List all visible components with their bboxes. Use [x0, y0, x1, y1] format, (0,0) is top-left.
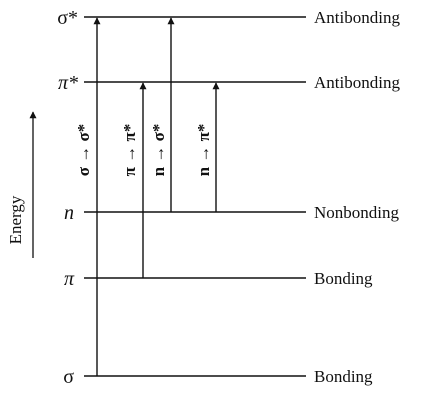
level-symbol: σ — [63, 366, 74, 388]
transition-label: n → σ* — [149, 124, 168, 177]
transition-pi-to-pi-star: π → π* — [120, 82, 147, 278]
transition-label: π → π* — [120, 124, 139, 177]
level-description: Antibonding — [314, 8, 400, 27]
level-symbol: σ* — [57, 7, 78, 29]
energy-axis-label: Energy — [6, 195, 25, 244]
level-sigma-star: σ* Antibonding — [57, 7, 400, 29]
transition-sigma-to-sigma-star: σ → σ* — [74, 17, 101, 376]
level-symbol: π — [64, 268, 75, 290]
level-description: Nonbonding — [314, 203, 400, 222]
transition-n-to-pi-star: n → π* — [194, 82, 220, 212]
level-pi-star: π* Antibonding — [58, 72, 400, 94]
level-description: Bonding — [314, 367, 373, 386]
level-pi: π Bonding — [64, 268, 373, 290]
level-description: Bonding — [314, 269, 373, 288]
transition-n-to-sigma-star: n → σ* — [149, 17, 175, 212]
level-sigma: σ Bonding — [63, 366, 373, 388]
level-symbol: n — [64, 202, 74, 224]
transition-label: n → π* — [194, 124, 213, 177]
level-symbol: π* — [58, 72, 78, 94]
energy-axis: Energy — [6, 111, 37, 258]
level-description: Antibonding — [314, 73, 400, 92]
level-n: n Nonbonding — [64, 202, 400, 224]
transition-label: σ → σ* — [74, 124, 93, 177]
